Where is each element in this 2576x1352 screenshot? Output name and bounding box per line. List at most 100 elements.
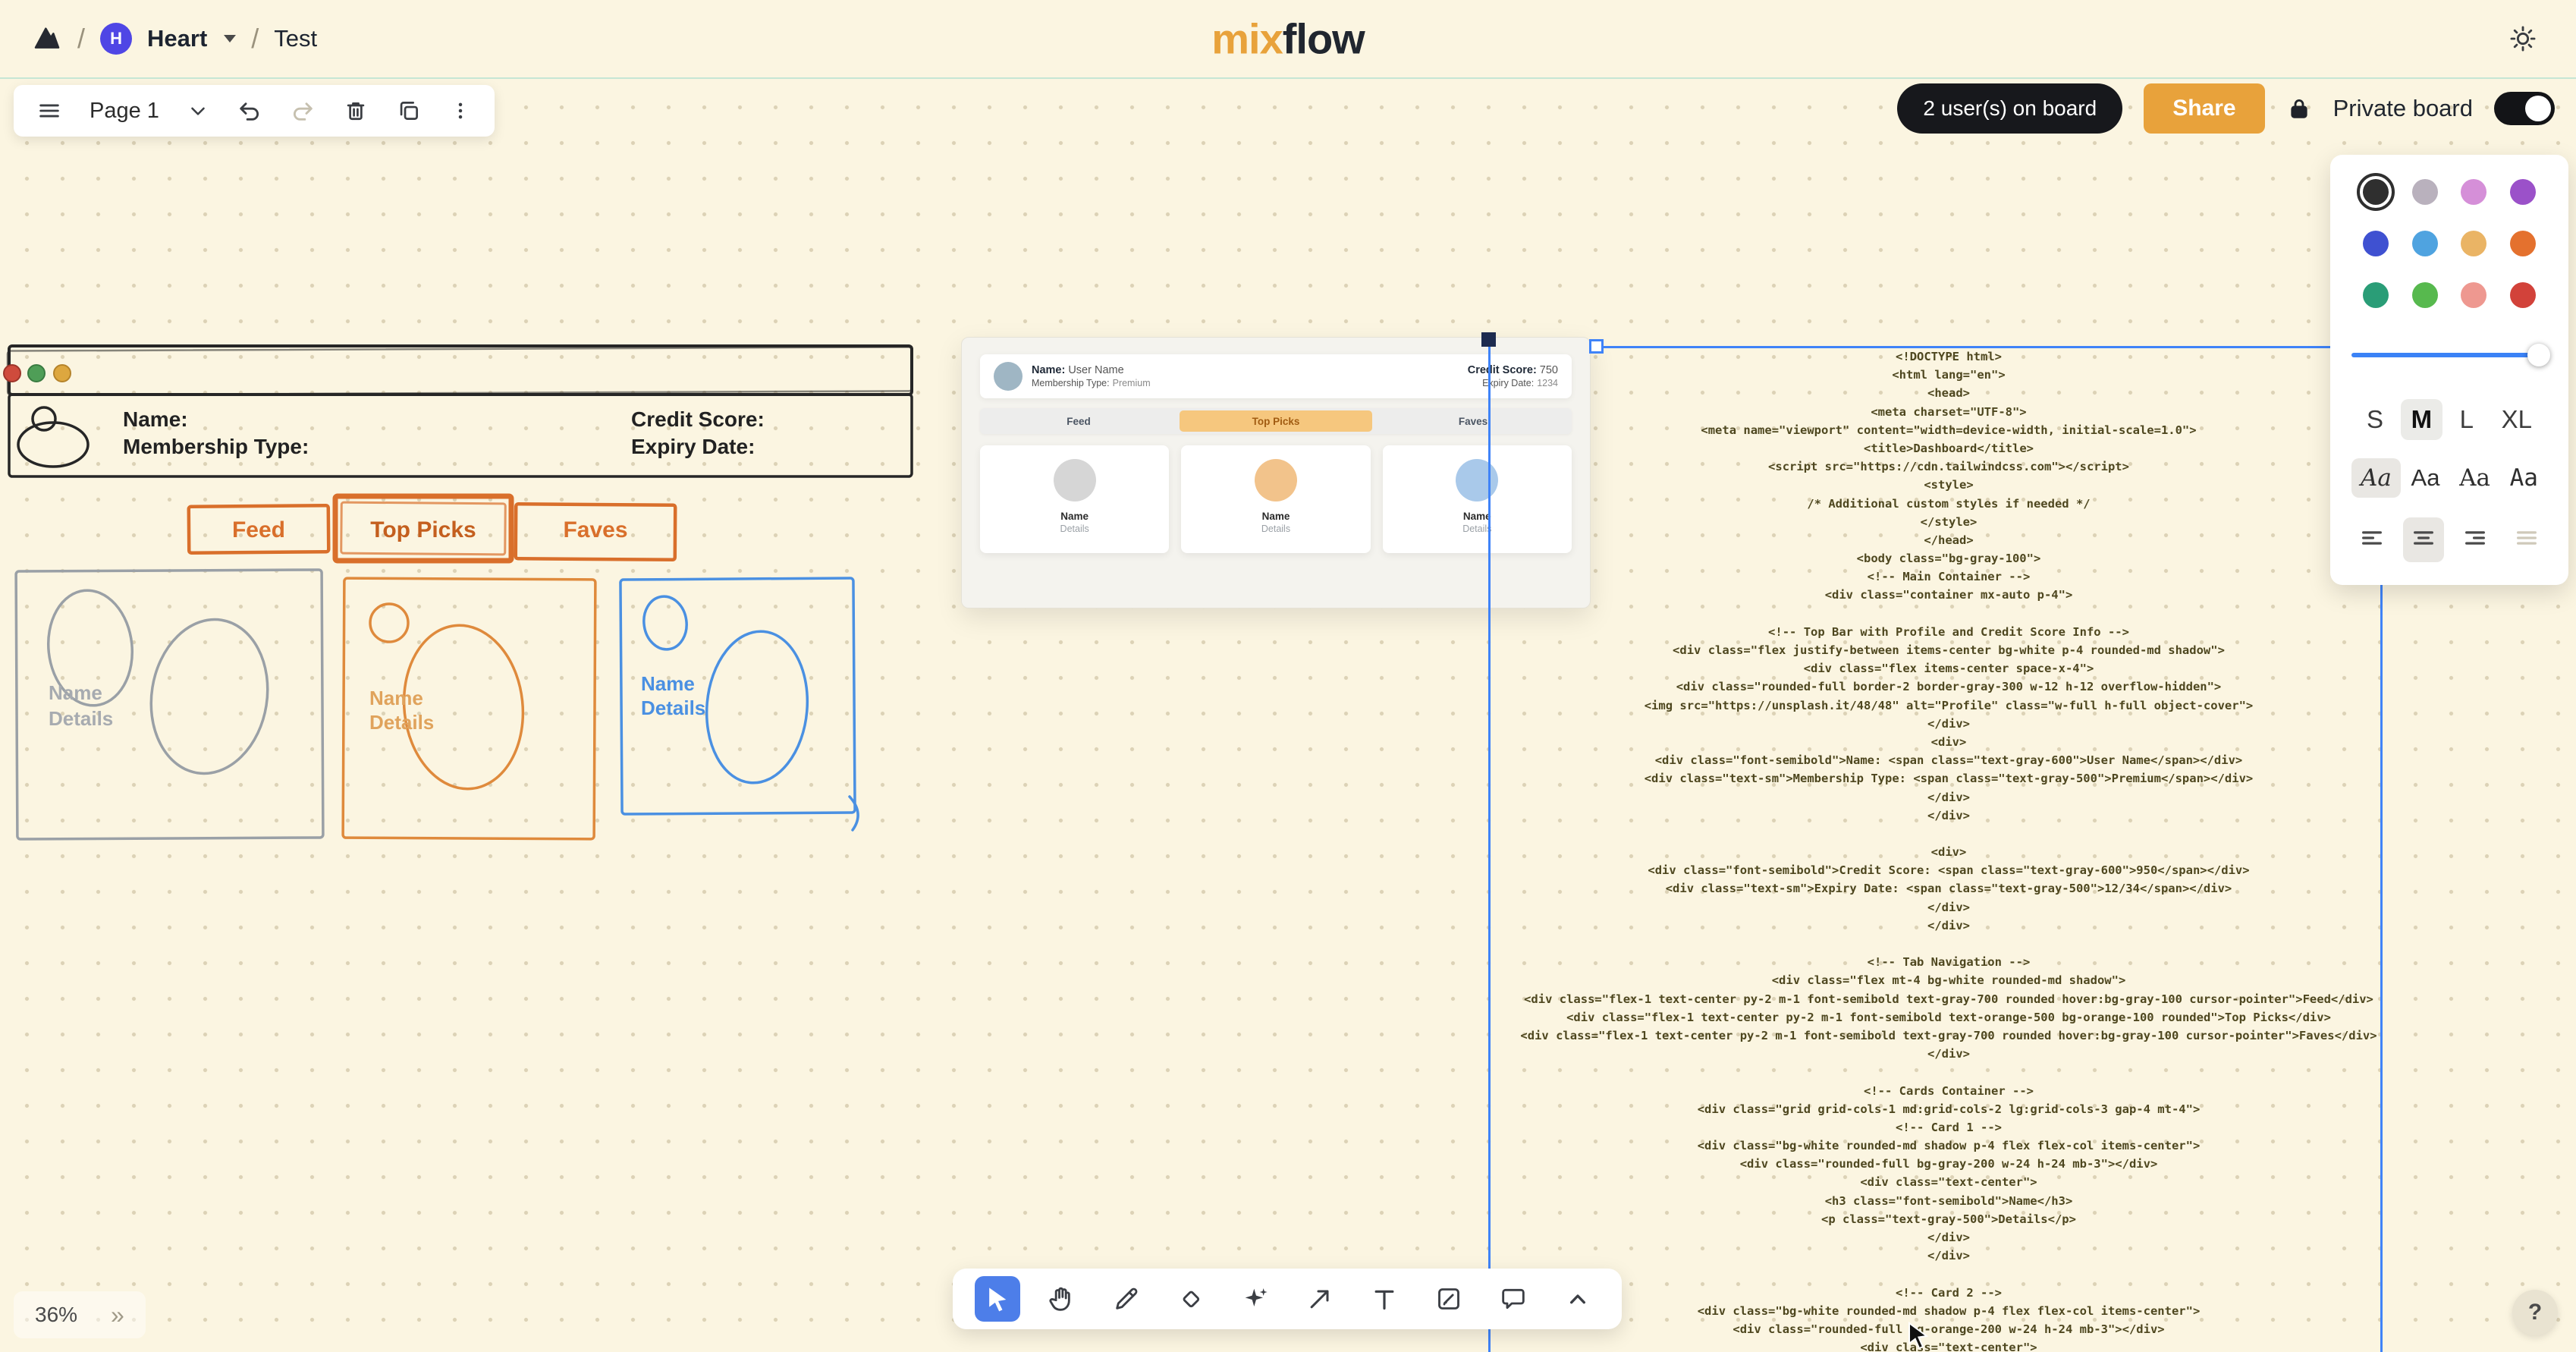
redo-icon[interactable] [290, 98, 316, 124]
color-swatch-10[interactable] [2461, 282, 2487, 308]
code-line: <!-- Card 1 --> [1896, 1120, 2002, 1134]
lock-icon [2286, 96, 2312, 121]
wireframe-sketch[interactable]: Name: Membership Type: Credit Score: Exp… [0, 334, 948, 880]
trash-icon[interactable] [343, 98, 369, 124]
collapse-toolbar-button[interactable] [1555, 1276, 1601, 1322]
font-option-1[interactable]: Aa [2411, 464, 2440, 491]
code-line: </head> [1924, 533, 1974, 547]
menu-icon[interactable] [36, 98, 62, 124]
chevron-down-icon[interactable] [224, 35, 237, 42]
more-options-icon[interactable] [449, 99, 472, 122]
undo-icon[interactable] [237, 98, 262, 124]
color-swatch-11[interactable] [2509, 282, 2536, 308]
page-selector-label[interactable]: Page 1 [90, 98, 159, 123]
draw-tool[interactable] [1104, 1276, 1149, 1322]
preview-credit-label: Credit Score: [1467, 364, 1537, 376]
chevron-down-icon[interactable] [187, 99, 209, 122]
expand-zoom-icon[interactable]: » [111, 1300, 124, 1328]
color-swatch-1[interactable] [2411, 179, 2438, 205]
color-swatch-9[interactable] [2411, 282, 2438, 308]
selection-left-edge[interactable] [1488, 339, 1491, 1352]
font-option-2[interactable]: Aa [2459, 464, 2490, 492]
share-button[interactable]: Share [2144, 83, 2265, 134]
code-line: /* Additional custom styles if needed */ [1807, 496, 2091, 511]
zoom-level[interactable]: 36% [35, 1303, 78, 1326]
breadcrumb-page-name[interactable]: Test [274, 25, 318, 52]
align-right-icon[interactable] [2455, 517, 2496, 562]
code-line: <div class="text-sm">Expiry Date: <span … [1665, 882, 2232, 896]
align-center-icon[interactable] [2403, 517, 2444, 562]
sketch-membership-label: Membership Type: [123, 435, 309, 458]
selection-handle-white[interactable] [1589, 339, 1604, 354]
code-line: <body class="bg-gray-100"> [1856, 552, 2041, 566]
theme-toggle-button[interactable] [2502, 17, 2544, 60]
arrow-tool[interactable] [1297, 1276, 1343, 1322]
font-option-0[interactable]: Aa [2351, 458, 2401, 498]
hand-tool[interactable] [1039, 1276, 1085, 1322]
selection-top-edge[interactable] [1596, 346, 2382, 348]
privacy-toggle[interactable] [2494, 92, 2555, 125]
sketch-expiry-label: Expiry Date: [631, 435, 755, 458]
page-toolbar: Page 1 [14, 85, 495, 137]
code-line [1501, 1063, 2396, 1081]
size-option-m[interactable]: M [2400, 399, 2443, 440]
sketch-profile-bar: Name: Membership Type: Credit Score: Exp… [8, 393, 913, 478]
font-option-3[interactable]: Aa [2509, 464, 2538, 492]
app-logo-icon[interactable] [32, 24, 62, 54]
selection-right-edge[interactable] [2380, 346, 2383, 1352]
note-tool[interactable] [1426, 1276, 1472, 1322]
size-option-xl[interactable]: XL [2501, 405, 2532, 433]
color-swatch-3[interactable] [2509, 179, 2536, 205]
size-option-l[interactable]: L [2459, 405, 2474, 433]
color-swatch-6[interactable] [2461, 231, 2487, 256]
code-line: <div class="bg-white rounded-md shadow p… [1697, 1303, 2201, 1318]
canvas[interactable] [0, 79, 2576, 1352]
team-avatar[interactable]: H [100, 23, 133, 55]
users-on-board-pill[interactable]: 2 user(s) on board [1897, 83, 2123, 134]
sketch-card-gray: Name Details [14, 568, 325, 841]
code-line: <div class="flex-1 text-center py-2 m-1 … [1566, 1010, 2331, 1024]
help-button[interactable]: ? [2512, 1290, 2558, 1335]
stroke-width-slider[interactable] [2351, 343, 2550, 367]
preview-expiry-label: Expiry Date: [1482, 378, 1535, 388]
pencil-icon [1115, 1288, 1137, 1310]
preview-topbar: Name:User Name Membership Type:Premium C… [980, 354, 1572, 398]
eraser-tool[interactable] [1168, 1276, 1214, 1322]
rendered-preview-frame[interactable]: Name:User Name Membership Type:Premium C… [961, 337, 1591, 608]
color-swatch-5[interactable] [2411, 231, 2438, 256]
code-line: <div> [1930, 845, 1967, 860]
selection-handle-dark[interactable] [1481, 332, 1496, 347]
code-line: <!-- Top Bar with Profile and Credit Sco… [1768, 624, 2129, 639]
color-swatch-7[interactable] [2509, 231, 2536, 256]
size-option-s[interactable]: S [2367, 405, 2384, 433]
code-line: <div class="flex mt-4 bg-white rounded-m… [1771, 973, 2126, 988]
color-swatch-8[interactable] [2363, 282, 2389, 308]
breadcrumb-team-name[interactable]: Heart [147, 25, 208, 52]
sketch-tab-top-picks: Top Picks [370, 517, 476, 542]
color-swatch-2[interactable] [2461, 179, 2487, 205]
comment-tool[interactable] [1491, 1276, 1536, 1322]
code-line: <div class="text-center"> [1860, 1175, 2037, 1190]
zoom-control[interactable]: 36% » [14, 1291, 146, 1338]
color-swatch-0[interactable] [2357, 173, 2395, 211]
align-left-icon[interactable] [2351, 517, 2392, 562]
text-tool[interactable] [1362, 1276, 1407, 1322]
slider-knob[interactable] [2527, 344, 2550, 366]
sketch-tab-feed: Feed [232, 517, 285, 542]
color-swatch-4[interactable] [2363, 231, 2389, 256]
code-line: <div class="font-semibold">Name: <span c… [1654, 753, 2243, 768]
code-line: </style> [1920, 514, 1978, 529]
code-line: </div> [1927, 900, 1970, 914]
duplicate-icon[interactable] [396, 98, 422, 124]
preview-tab-top-picks: Top Picks [1180, 410, 1372, 432]
code-text[interactable]: <!DOCTYPE html><html lang="en"><head><me… [1501, 347, 2396, 1352]
preview-credit-value: 750 [1539, 364, 1558, 376]
select-tool[interactable] [974, 1276, 1020, 1322]
ai-tool[interactable] [1233, 1276, 1278, 1322]
sketch-card-blue: Name Details [619, 577, 859, 832]
code-line [1501, 605, 2396, 623]
code-line: <div class="flex justify-between items-c… [1673, 643, 2225, 657]
breadcrumb-separator: / [77, 23, 86, 54]
